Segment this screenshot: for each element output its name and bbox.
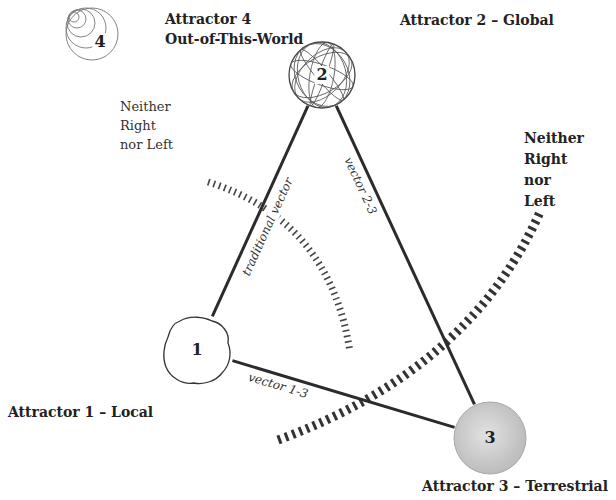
word: Left: [147, 137, 173, 152]
globe-line: [307, 43, 337, 108]
local-blob: [164, 317, 230, 383]
word: Out-of-This-World: [165, 31, 303, 47]
vector-label: traditional vector: [239, 174, 297, 281]
globe-line: [296, 46, 348, 104]
word: nor: [120, 137, 142, 152]
word: 4: [242, 11, 252, 27]
vector-line: [212, 106, 308, 316]
word: Neither: [524, 130, 584, 146]
word: Attractor: [165, 11, 237, 27]
spiral-ring: [67, 9, 95, 37]
attractor-number: 2: [314, 66, 329, 84]
attractor-number: 1: [189, 341, 204, 359]
vector-label: vector 2-3: [340, 152, 380, 219]
vector-line: [232, 361, 454, 428]
spiral-ring: [69, 12, 79, 22]
attractor-heading: Attractor 1 – Local: [8, 404, 153, 422]
attractor-node: Attractor 1 – Local1: [160, 313, 234, 387]
spiral-ring: [66, 8, 118, 60]
terrestrial-sphere: [454, 402, 526, 474]
attractor-heading: Attractor 2 – Global: [400, 12, 554, 30]
attractor-shape: [52, 2, 122, 64]
region-label: Neither Right nor Left: [120, 98, 176, 155]
globe-line: [283, 33, 361, 116]
attractor-number: 4: [92, 33, 107, 51]
region-label: Neither Right nor Left: [524, 128, 584, 212]
word: Right: [120, 118, 156, 133]
attractor-node: Attractor 2 – Global2: [288, 41, 356, 109]
attractor-heading: Attractor 3 – Terrestrial: [422, 478, 608, 496]
spiral-ring: [68, 10, 86, 28]
globe-line: [285, 38, 360, 113]
word: Neither: [120, 99, 171, 114]
vector-line: [336, 106, 474, 405]
attractor-number: 3: [482, 429, 497, 447]
attractor-node: Attractor 3 – Terrestrial3: [453, 401, 527, 475]
word: Right: [524, 151, 567, 167]
vector-label: vector 1-3: [244, 370, 312, 402]
globe-line: [284, 43, 359, 107]
attractor-node: Attractor 4 Out-of-This-World4: [52, 2, 122, 64]
word: nor: [524, 172, 551, 188]
attractor-heading: Attractor 4 Out-of-This-World: [165, 10, 303, 49]
word: Left: [524, 193, 555, 209]
globe-line: [290, 37, 353, 113]
